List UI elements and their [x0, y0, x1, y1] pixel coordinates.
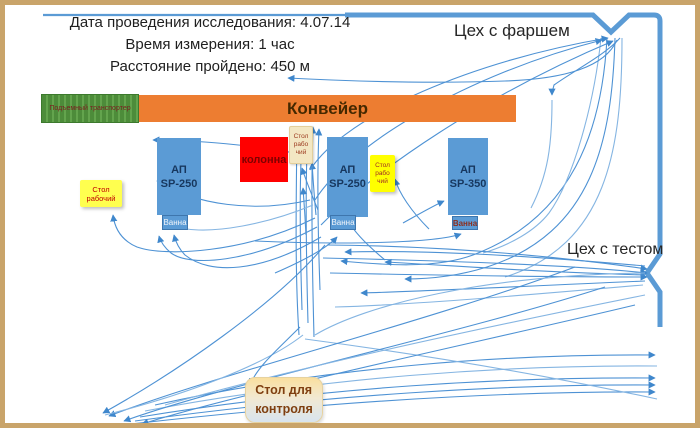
flow-line — [186, 204, 314, 231]
shop-walls — [43, 12, 663, 327]
flow-line — [304, 338, 658, 400]
flow-line — [360, 280, 646, 297]
movement-paths-layer — [43, 12, 663, 423]
flow-line — [393, 178, 430, 230]
flow-line — [329, 272, 648, 281]
flow-line — [530, 99, 553, 209]
machine-ap-sp250-middle: АП SP-250 — [327, 137, 368, 217]
work-table-middle: Стол рабо чий — [370, 155, 395, 192]
control-table: Стол для контроля — [245, 377, 323, 423]
flow-line — [141, 304, 636, 423]
flow-arrows — [102, 35, 658, 423]
bath-left: Ванна — [162, 215, 188, 230]
flow-line — [110, 214, 316, 253]
flow-line — [482, 37, 602, 254]
flow-line — [157, 226, 318, 261]
wall-top-right — [345, 12, 663, 327]
bath-middle: Ванна — [330, 215, 356, 230]
flow-line — [300, 167, 319, 211]
study-info: Дата проведения исследования: 4.07.14 Вр… — [41, 12, 379, 78]
conveyor: Конвейер — [139, 95, 516, 122]
lift-conveyor-label: Подъемный транспортер — [49, 105, 131, 112]
zone-label-mince-shop: Цех с фаршем — [454, 21, 570, 40]
bath-right: Ванна — [452, 216, 478, 230]
flow-line — [344, 248, 646, 267]
flow-line — [404, 37, 616, 283]
flow-line — [274, 236, 338, 274]
distance-line: Расстояние пройдено: 450 м — [110, 58, 310, 75]
flow-line — [299, 187, 308, 236]
flow-line — [315, 128, 323, 291]
lift-conveyor: Подъемный транспортер — [41, 94, 139, 123]
flow-line — [322, 257, 648, 276]
work-table-near-column: Стол рабо чий — [289, 126, 313, 164]
flow-line — [104, 334, 304, 416]
study-date-line: Дата проведения исследования: 4.07.14 — [69, 14, 351, 31]
flow-line — [326, 244, 648, 272]
machine-ap-sp350-right: АП SP-350 — [448, 138, 488, 215]
flow-line — [254, 232, 462, 244]
flow-line — [164, 294, 646, 406]
conveyor-label: Конвейер — [287, 98, 368, 118]
work-table-left: Стол рабочий — [80, 180, 122, 207]
flow-line — [548, 37, 621, 96]
measure-time-line: Время измерения: 1 час — [125, 36, 295, 53]
flow-line — [314, 272, 646, 336]
flow-line — [123, 286, 606, 423]
machine-ap-sp250-left: АП SP-250 — [157, 138, 201, 215]
flow-line — [504, 37, 623, 278]
column-obstacle: колонна — [240, 137, 288, 182]
flow-line — [172, 234, 322, 269]
zone-label-dough-shop: Цех с тестом — [567, 241, 664, 258]
flow-line — [402, 200, 445, 224]
flow-line — [139, 374, 656, 418]
flow-line — [102, 244, 326, 414]
flow-line — [308, 162, 317, 216]
flow-line — [340, 37, 608, 266]
flow-line — [135, 388, 656, 423]
flow-line — [144, 365, 658, 412]
flow-line — [287, 39, 618, 83]
flow-line — [334, 284, 644, 308]
flow-line — [154, 351, 656, 406]
flow-line — [108, 266, 576, 418]
